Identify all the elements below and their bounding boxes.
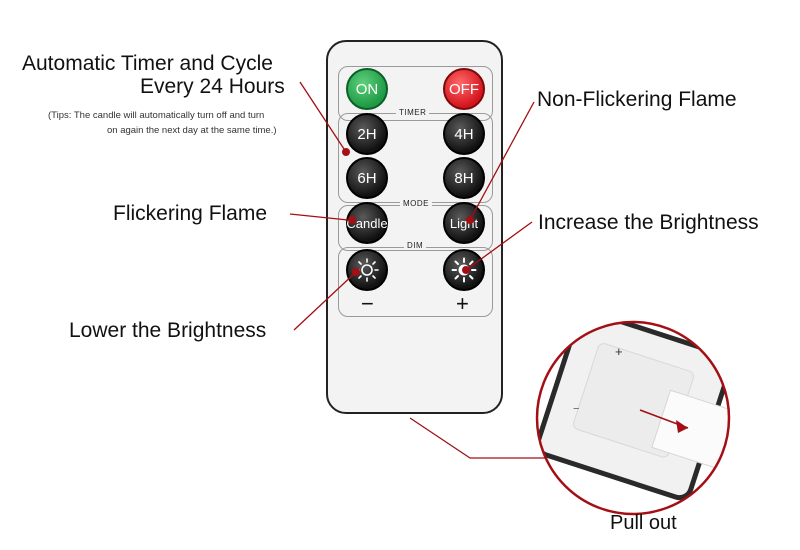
timer-8h-button[interactable]: 8H	[443, 157, 485, 199]
dim-group-title: DIM	[404, 241, 427, 250]
non-flickering-leader-line	[469, 101, 535, 221]
timer-6h-button[interactable]: 6H	[346, 157, 388, 199]
timer-4h-button[interactable]: 4H	[443, 113, 485, 155]
brightness-up-button[interactable]	[443, 249, 485, 291]
pull-out-annotation: Pull out	[610, 512, 677, 534]
minus-sign: −	[361, 291, 374, 316]
on-button-label: ON	[355, 80, 379, 98]
timer-6h-label: 6H	[357, 169, 377, 187]
remote-control: ON OFF TIMER 2H 4H 6H 8H MODE Candle Lig…	[326, 40, 503, 414]
timer-annotation-line1: Automatic Timer and Cycle	[22, 52, 273, 75]
flickering-leader-line	[289, 213, 349, 221]
inset-plus-sign: +	[615, 344, 623, 359]
timer-2h-label: 2H	[357, 125, 377, 143]
timer-tips-line1: (Tips: The candle will automatically tur…	[48, 110, 265, 121]
increase-brightness-annotation: Increase the Brightness	[538, 211, 759, 234]
mode-group-title: MODE	[400, 199, 432, 208]
inset-connector-line	[409, 417, 560, 459]
off-button[interactable]: OFF	[443, 68, 485, 110]
timer-annotation-line2: Every 24 Hours	[140, 75, 285, 98]
candle-marker	[348, 216, 356, 224]
sun-dim-icon	[355, 258, 379, 282]
brightness-down-button[interactable]	[346, 249, 388, 291]
timer-marker	[342, 148, 350, 156]
pull-arrow-icon	[676, 420, 688, 433]
candle-button-label: Candle	[346, 215, 388, 231]
non-flickering-flame-annotation: Non-Flickering Flame	[537, 88, 737, 111]
plus-sign: +	[456, 291, 469, 316]
light-marker	[466, 216, 474, 224]
flickering-flame-annotation: Flickering Flame	[113, 202, 268, 225]
battery-pull-tab-inset: + −	[537, 322, 729, 514]
increase-marker	[462, 266, 470, 274]
on-button[interactable]: ON	[346, 68, 388, 110]
inset-minus-sign: −	[573, 403, 579, 415]
off-button-label: OFF	[449, 80, 479, 98]
timer-4h-label: 4H	[454, 125, 474, 143]
power-group	[338, 66, 493, 121]
lower-marker	[352, 268, 360, 276]
timer-8h-label: 8H	[454, 169, 474, 187]
light-button[interactable]: Light	[443, 202, 485, 244]
timer-group-title: TIMER	[396, 108, 430, 117]
increase-leader-line	[465, 221, 533, 271]
lower-brightness-annotation: Lower the Brightness	[69, 319, 267, 342]
timer-2h-button[interactable]: 2H	[346, 113, 388, 155]
inset-circle-border	[535, 320, 731, 516]
lower-leader-line	[293, 271, 357, 331]
timer-leader-line	[299, 81, 347, 153]
timer-tips-line2: on again the next day at the same time.)	[107, 125, 277, 136]
